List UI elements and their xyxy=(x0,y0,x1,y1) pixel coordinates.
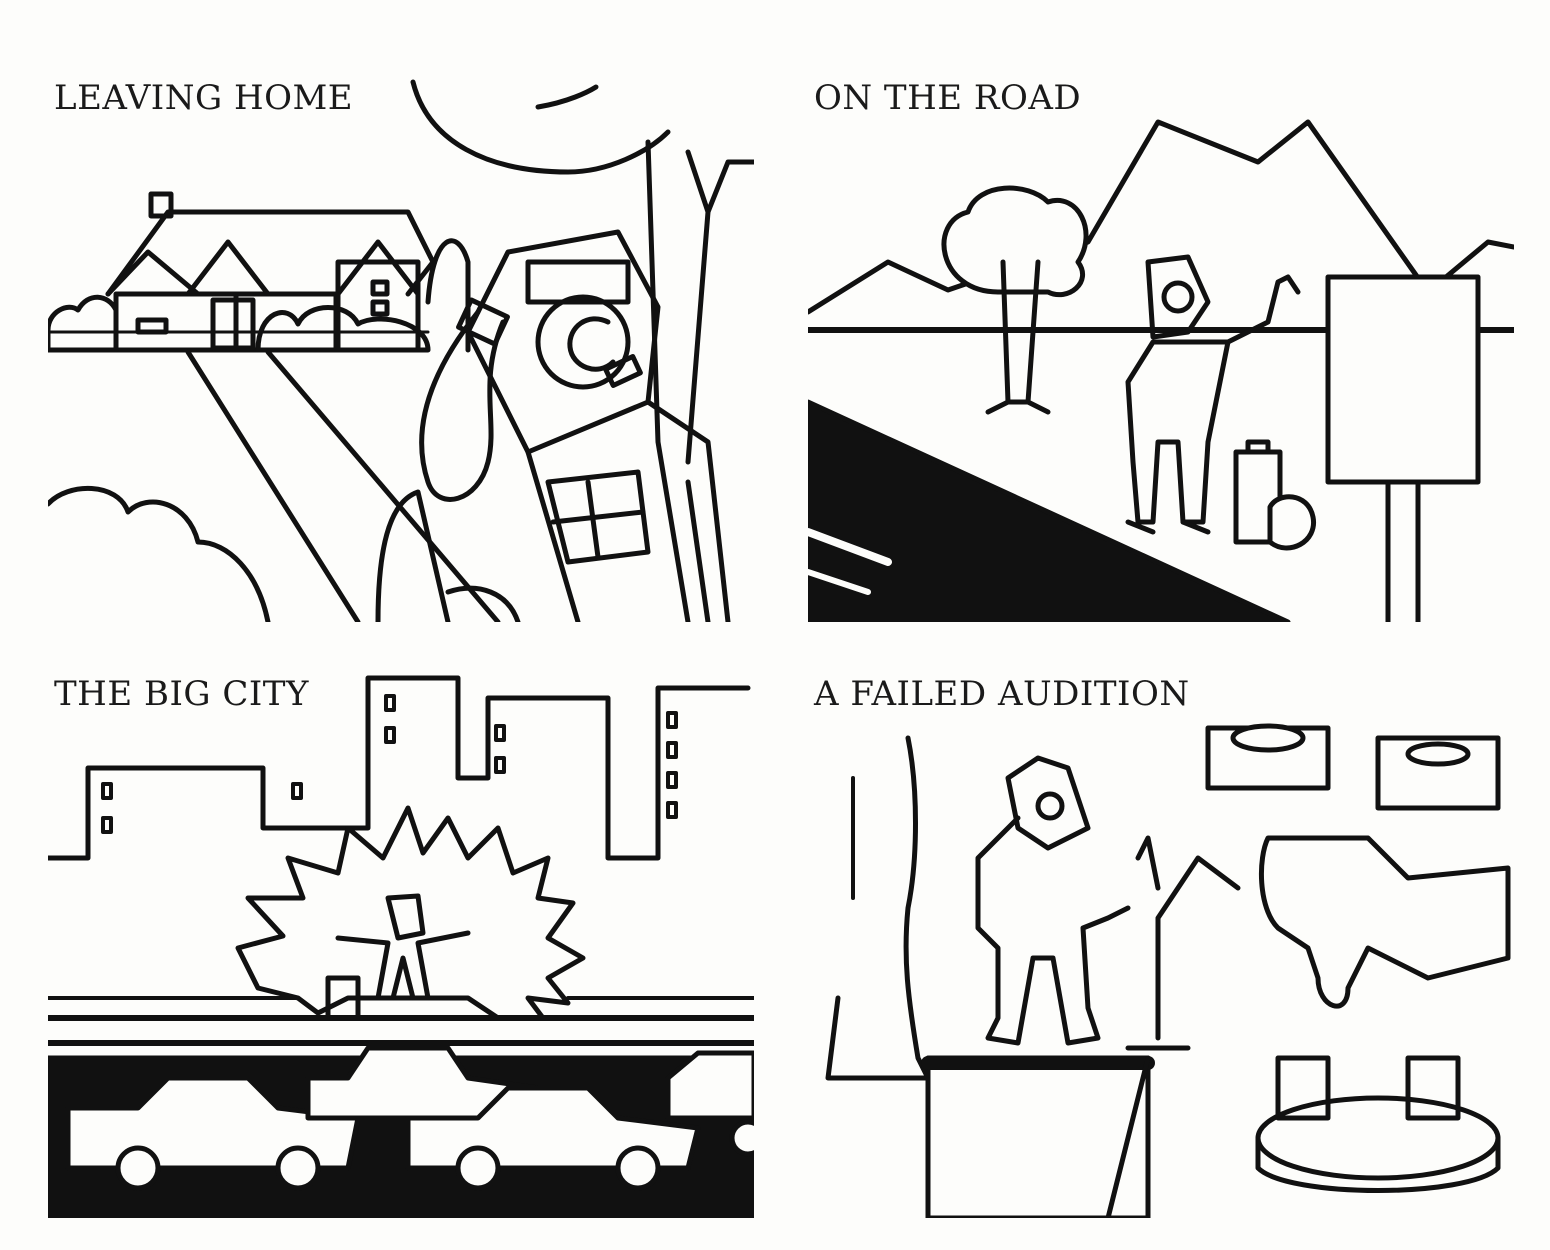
panel-the-big-city: THE BIG CITY xyxy=(48,658,754,1218)
leaving-home-illustration xyxy=(48,62,754,622)
phone-head-icon xyxy=(422,232,658,499)
panel-a-failed-audition: A FAILED AUDITION xyxy=(808,658,1514,1218)
panel-caption: LEAVING HOME xyxy=(54,78,354,118)
audience-table-1 xyxy=(1208,726,1328,788)
car-2 xyxy=(308,1048,538,1118)
car-4 xyxy=(668,1053,754,1154)
building-windows xyxy=(103,696,676,832)
stage-curtain xyxy=(828,738,928,1078)
panel-on-the-road: ON THE ROAD xyxy=(808,62,1514,622)
on-the-road-illustration xyxy=(808,62,1514,622)
performer-figure xyxy=(978,758,1158,1043)
panel-caption: THE BIG CITY xyxy=(54,674,309,714)
the-big-city-illustration xyxy=(48,658,754,1218)
road-sign xyxy=(1328,277,1478,482)
a-failed-audition-illustration xyxy=(808,658,1514,1218)
road xyxy=(808,402,1288,622)
panel-caption: ON THE ROAD xyxy=(814,78,1082,118)
mountain-range xyxy=(808,122,1514,312)
thumbs-down-icon xyxy=(1261,838,1508,1006)
house-chimney xyxy=(151,194,171,216)
hitchhiker-figure xyxy=(1128,257,1314,548)
audience-table-3 xyxy=(1258,1058,1498,1191)
city-skyline xyxy=(48,678,748,858)
starburst xyxy=(238,808,583,1018)
house-roof xyxy=(108,212,433,294)
audience-table-2 xyxy=(1378,738,1498,808)
house-door xyxy=(213,300,253,348)
tree xyxy=(944,188,1086,295)
car-1 xyxy=(68,1078,358,1188)
mic-stand xyxy=(1128,858,1238,1048)
car-3 xyxy=(408,1088,698,1188)
panel-caption: A FAILED AUDITION xyxy=(814,674,1190,714)
panel-leaving-home: LEAVING HOME xyxy=(48,62,754,622)
